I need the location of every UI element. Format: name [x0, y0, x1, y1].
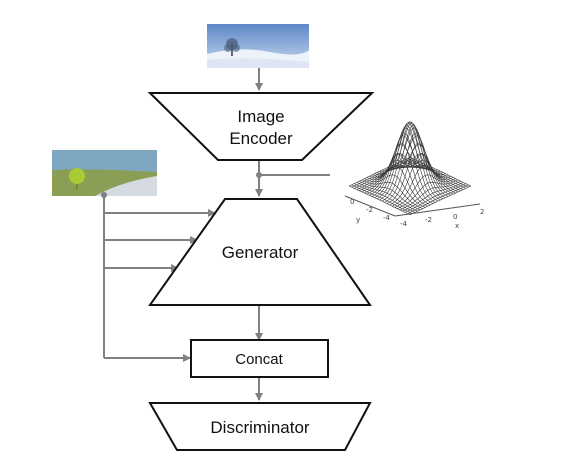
plot-y-tick-1: -4 — [383, 214, 391, 222]
plot-x-tick-2: -2 — [425, 216, 432, 224]
plot-x-tick-1: -4 — [400, 220, 408, 228]
mesh-line — [351, 184, 413, 214]
image-encoder-block: Image Encoder — [147, 92, 375, 161]
mesh-line — [349, 185, 411, 216]
gaussian-surface-mesh — [349, 121, 471, 216]
generator-block: Generator — [148, 198, 372, 306]
mesh-line — [407, 184, 469, 214]
encoder-label-line2: Encoder — [229, 129, 293, 148]
segmentation-map-thumbnail — [52, 150, 157, 196]
input-image-thumbnail — [207, 24, 309, 68]
plot-y-tick-3: 0 — [350, 198, 354, 206]
mesh-line — [389, 144, 451, 196]
mesh-line — [369, 144, 431, 196]
mesh-line — [392, 152, 454, 195]
concat-label: Concat — [235, 351, 283, 368]
discriminator-block: Discriminator — [148, 402, 372, 451]
concat-block: Concat — [190, 339, 329, 378]
mesh-line — [409, 185, 471, 216]
mesh-line — [404, 183, 466, 213]
junction-dot-segmap — [101, 192, 107, 198]
generator-label: Generator — [222, 243, 299, 262]
mesh-line — [359, 180, 421, 211]
encoder-label-line1: Image — [237, 107, 284, 126]
junction-dot-noise — [256, 172, 262, 178]
mesh-line — [366, 152, 428, 195]
plot-y-tick-2: -2 — [366, 206, 373, 214]
mesh-line — [354, 183, 416, 213]
plot-x-tick-3: 0 — [453, 213, 457, 221]
gaussian-noise-plot: -4 -2 0 2 -4 -2 0 x y — [344, 121, 484, 230]
plot-x-axis-letter: x — [455, 222, 459, 230]
plot-axis-y — [344, 195, 396, 217]
plot-x-tick-4: 2 — [480, 208, 484, 216]
plot-axis-x — [394, 203, 481, 217]
discriminator-label: Discriminator — [210, 418, 310, 437]
mesh-line — [402, 182, 464, 212]
plot-y-axis-letter: y — [356, 216, 360, 224]
mesh-line — [356, 182, 418, 212]
